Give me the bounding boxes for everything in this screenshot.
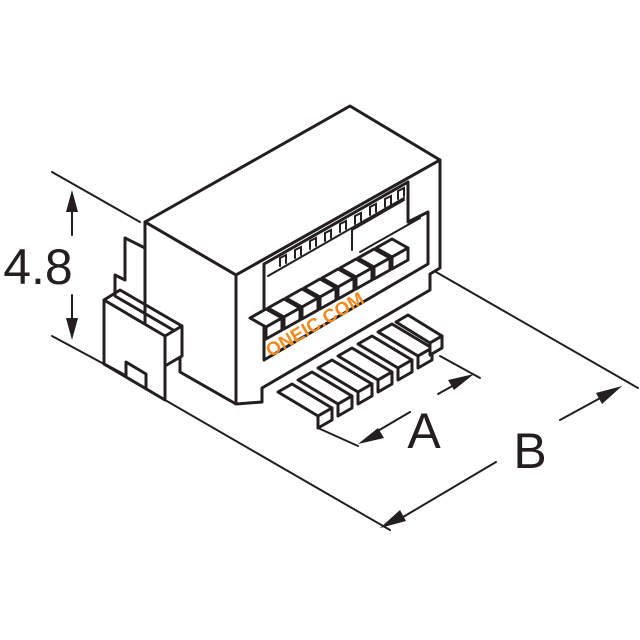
a-label: A [407, 403, 441, 459]
housing-left-ledge [113, 220, 182, 357]
upper-contact-pins [248, 237, 410, 341]
housing-opening-roof [267, 197, 405, 277]
latch-block [102, 288, 184, 402]
height-label: 4.8 [3, 239, 73, 295]
housing-opening-step [351, 199, 421, 253]
b-label: B [513, 423, 546, 479]
lower-contact-pins [276, 313, 444, 430]
housing-front-opening [262, 180, 430, 362]
dimension-height: 4.8 [3, 171, 141, 365]
contact-teeth [279, 186, 405, 267]
dimension-b: B [164, 271, 639, 531]
dimension-a: A [317, 355, 481, 459]
